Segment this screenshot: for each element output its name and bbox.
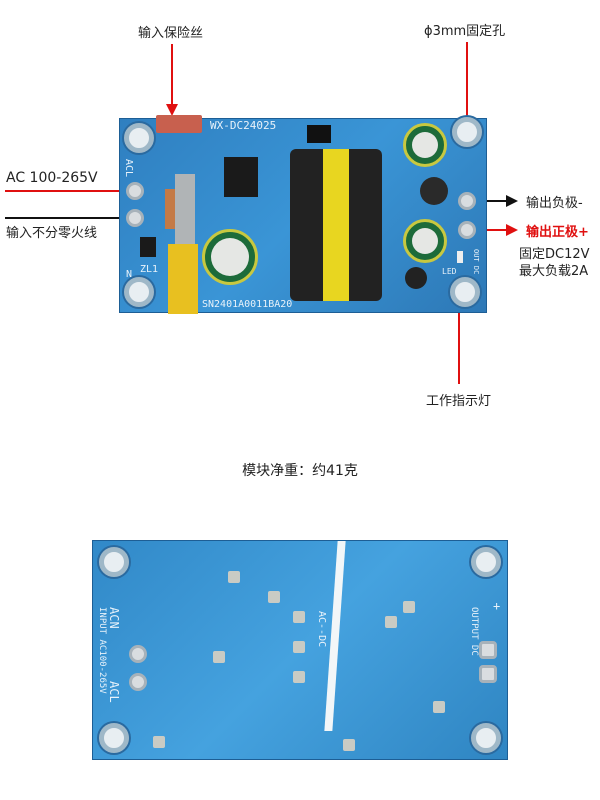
mount-hole [124,277,154,307]
solder-pad [268,591,280,603]
regulator [405,267,427,289]
inductor [420,177,448,205]
fuse [156,115,202,133]
mount-hole [99,547,129,577]
solder-pad [385,616,397,628]
output-silk: OUTPUT DC [469,607,479,656]
controller-ic [224,157,258,197]
optocoupler [307,125,331,143]
transformer [290,149,382,301]
ac-terminal-n [126,209,144,227]
acl-silk: ACL [107,681,121,703]
n-silk: N [126,269,133,280]
mount-hole [124,123,154,153]
out-pos-label: 输出正极+ [526,225,589,240]
mount-hole-label: ϕ3mm固定孔 [424,24,506,39]
out-neg-arrowhead [506,195,518,207]
x-capacitor [168,244,198,314]
solder-pad [228,571,240,583]
dc-pad [479,665,497,683]
fuse-arrow [171,44,173,106]
ac-terminal-l [126,182,144,200]
serial-silk: SN2401A0011BA20 [202,299,293,310]
out-silk: OUT DC [472,249,480,275]
model-silk: WX-DC24025 [210,119,277,132]
ac-input-arrow [5,190,121,192]
acdc-silk: AC--DC [316,611,327,648]
out-pos-arrowhead [506,224,518,236]
acn-silk: ACN [107,607,121,629]
solder-pad [293,611,305,623]
mount-hole [471,547,501,577]
output-capacitor [403,123,447,167]
solder-pad [293,671,305,683]
bridge-rectifier [140,237,156,257]
choke-coil [165,189,175,229]
dc-out-neg-terminal [458,192,476,210]
led [457,251,463,263]
ac-pad [129,673,147,691]
weight-text: 模块净重：约41克 [242,463,358,479]
solder-pad [343,739,355,751]
output-capacitor [403,219,447,263]
solder-pad [293,641,305,653]
pcb-bottom: ACN ACL INPUT AC100-265V AC--DC OUTPUT D… [92,540,508,760]
common-mode-choke [175,174,195,249]
out-neg-arrow [468,200,508,202]
mount-hole [450,277,480,307]
pcb-top: WX-DC24025 ACL N ZL1 LED OUT DC SN2401A0… [119,115,487,314]
solder-pad [433,701,445,713]
no-polarity-arrow [5,217,121,219]
zl1-silk: ZL1 [140,264,159,275]
transformer-core [323,149,349,301]
solder-pad [153,736,165,748]
fuse-arrowhead [166,104,178,116]
input-capacitor [202,229,258,285]
plus-silk: + [493,599,501,613]
max-load-label: 最大负载2A [519,264,589,279]
dc-out-pos-terminal [458,221,476,239]
ac-pad [129,645,147,663]
acl-silk: ACL [123,159,134,178]
fixed-voltage-label: 固定DC12V [519,247,590,262]
out-neg-label: 输出负极- [526,196,583,211]
solder-pad [403,601,415,613]
input-silk: INPUT AC100-265V [97,607,107,694]
indicator-label: 工作指示灯 [426,394,492,409]
no-polarity-label: 输入不分零火线 [6,226,98,241]
solder-pad [213,651,225,663]
mount-hole [471,723,501,753]
isolation-slot [324,541,346,731]
indicator-arrow [458,276,460,384]
out-pos-arrow [468,229,508,231]
mount-hole [99,723,129,753]
fuse-label: 输入保险丝 [138,26,204,41]
dc-pad [479,641,497,659]
mount-hole-arrow [466,42,468,120]
ac-input-label: AC 100-265V [6,170,98,186]
led-silk: LED [442,267,457,276]
mount-hole [452,117,482,147]
